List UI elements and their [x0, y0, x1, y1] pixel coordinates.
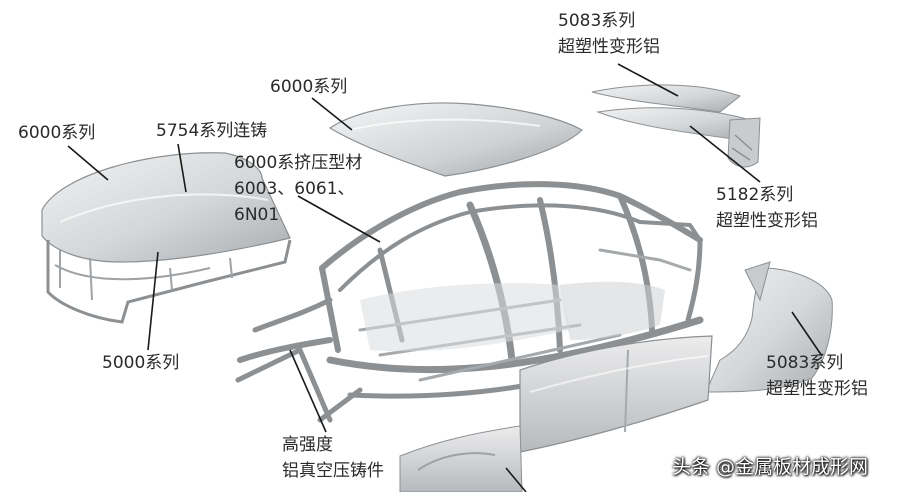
label-hood-5000: 5000系列: [102, 353, 180, 373]
leader-trunk-5083: [617, 63, 679, 97]
label-trunk-5083-line2: 超塑性变形铝: [558, 37, 660, 57]
label-trunk-5083-line1: 5083系列: [558, 11, 636, 31]
leader-lines: [67, 63, 823, 492]
door-panels: [399, 335, 713, 492]
label-trunk-5182-line1: 5182系列: [716, 185, 794, 205]
label-roof-6000: 6000系列: [270, 77, 348, 97]
label-extrusion-line3: 6N01: [234, 205, 280, 225]
label-casting-line2: 铝真空压铸件: [282, 461, 384, 481]
label-extrusion-line2: 6003、6061、: [234, 179, 355, 199]
leader-door: [505, 467, 527, 492]
trunk-panels: [591, 84, 761, 168]
leader-roof-6000: [311, 97, 353, 131]
watermark: 头条 @金属板材成形网: [672, 456, 869, 478]
leader-hood-5754: [177, 143, 187, 193]
label-fender-5083-line2: 超塑性变形铝: [766, 379, 868, 399]
label-extrusion-line1: 6000系挤压型材: [234, 153, 363, 173]
roof-panel: [328, 102, 583, 177]
leader-hood-6000: [67, 145, 109, 181]
leader-fender-5083: [791, 311, 823, 357]
leader-casting: [289, 349, 327, 433]
label-trunk-5182-line2: 超塑性变形铝: [716, 211, 818, 231]
leader-trunk-5182: [689, 125, 761, 183]
leader-hood-5000: [147, 251, 159, 351]
label-fender-5083-line1: 5083系列: [766, 353, 844, 373]
frame-shading: [360, 281, 665, 352]
label-hood-6000: 6000系列: [18, 123, 96, 143]
label-casting-line1: 高强度: [282, 435, 333, 455]
hood-panel: [41, 152, 292, 324]
fender-panel: [705, 261, 833, 393]
label-hood-5754: 5754系列连铸: [156, 121, 268, 141]
leader-extrusion: [297, 195, 381, 243]
